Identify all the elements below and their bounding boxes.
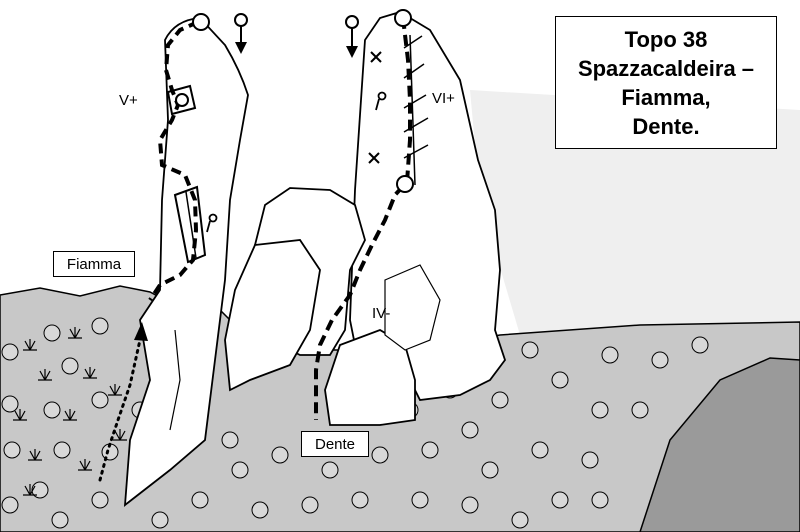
bolt-icon-dente: [375, 91, 387, 111]
ground-circle: [221, 431, 239, 449]
ground-circle: [1, 343, 19, 361]
ground-circle: [91, 491, 109, 509]
dente-mid-belay-icon: [396, 175, 414, 193]
ground-circle: [51, 511, 69, 529]
ground-circle: [421, 441, 439, 459]
ground-circle: [1, 496, 19, 514]
vegetation-icons: [13, 327, 127, 496]
ground-circle: [631, 401, 649, 419]
belay-station-icon: [175, 93, 189, 107]
dente-top-belay-icon: [394, 9, 412, 27]
ground-circle: [491, 391, 509, 409]
ground-circle: [581, 451, 599, 469]
fiamma-crux-box: [166, 84, 197, 116]
left-boulder: [224, 239, 321, 392]
ground-circle: [551, 371, 569, 389]
title-box: Topo 38 Spazzacaldeira – Fiamma, Dente.: [555, 16, 777, 149]
ground-circle: [3, 441, 21, 459]
approach-arrow-icon: [134, 322, 148, 341]
ground-circle: [521, 341, 539, 359]
ground-circle: [481, 461, 499, 479]
ground-circle: [351, 491, 369, 509]
dente-route-line: [314, 17, 412, 420]
grass-tuft-icon: [113, 429, 127, 441]
fiamma-chimney: [173, 185, 207, 264]
ground-circle: [591, 401, 609, 419]
ground-circle: [91, 391, 109, 409]
grass-tuft-icon: [28, 449, 42, 461]
ground-circle: [591, 491, 609, 509]
ground-circle: [551, 491, 569, 509]
ground-circle: [371, 446, 389, 464]
dente-upper-grade: VI+: [432, 90, 455, 107]
grass-tuft-icon: [23, 484, 37, 496]
sky-shadow: [470, 90, 800, 335]
approach-path: [98, 338, 142, 482]
dente-lower-grade: IV-: [372, 305, 391, 322]
title-line-2: Spazzacaldeira –: [577, 55, 755, 81]
ground-circle: [461, 496, 479, 514]
ground-circle: [53, 441, 71, 459]
ground-circle: [1, 395, 19, 413]
rappel-icon-fiamma: [234, 13, 248, 54]
grass-tuft-icon: [38, 369, 52, 381]
dente-crack: [409, 34, 416, 186]
ridge-area: [639, 357, 800, 532]
title-line-1: Topo 38: [624, 26, 708, 52]
grass-tuft-icon: [63, 409, 77, 421]
ground-circle: [511, 511, 529, 529]
ground-circle: [271, 446, 289, 464]
ground-circle: [61, 357, 79, 375]
ground-circle: [411, 491, 429, 509]
ground-circle: [321, 461, 339, 479]
ground-circle: [31, 481, 49, 499]
ground-circle: [91, 317, 109, 335]
fiamma-label: Fiamma: [53, 251, 135, 277]
fiamma-inner-line: [169, 329, 181, 431]
ground-circle: [301, 496, 319, 514]
grass-tuft-icon: [68, 327, 82, 339]
ground-circle: [231, 461, 249, 479]
title-line-4: Dente.: [632, 113, 700, 139]
grass-tuft-icon: [23, 339, 37, 351]
rappel-icon-dente: [345, 15, 359, 58]
crux-x-icon: [370, 51, 382, 63]
fiamma-grade: V+: [119, 92, 138, 109]
ground-circle: [191, 491, 209, 509]
ground-circle: [531, 441, 549, 459]
fiamma-spire: [123, 17, 249, 507]
fiamma-top-belay-icon: [192, 13, 210, 31]
grass-tuft-icon: [108, 384, 122, 396]
fiamma-route-line: [148, 20, 199, 302]
title-line-3: Fiamma,: [621, 84, 711, 110]
grass-tuft-icon: [13, 409, 27, 421]
chimney-divider: [185, 191, 197, 259]
bolt-icon: [206, 213, 218, 233]
crux-x-icon-lower: [368, 152, 380, 164]
ground-circle: [601, 346, 619, 364]
grass-tuft-icon: [83, 367, 97, 379]
ground-circle: [651, 351, 669, 369]
dente-crack-ticks: [403, 35, 429, 159]
ground-circle: [151, 511, 169, 529]
grass-tuft-icon: [78, 459, 92, 471]
ground-circle: [461, 421, 479, 439]
ground-circle: [43, 401, 61, 419]
ground-circle: [691, 336, 709, 354]
ground-circle: [251, 501, 269, 519]
ground-circle: [43, 324, 61, 342]
dente-lower-rock: [384, 264, 441, 351]
dente-label: Dente: [301, 431, 369, 457]
